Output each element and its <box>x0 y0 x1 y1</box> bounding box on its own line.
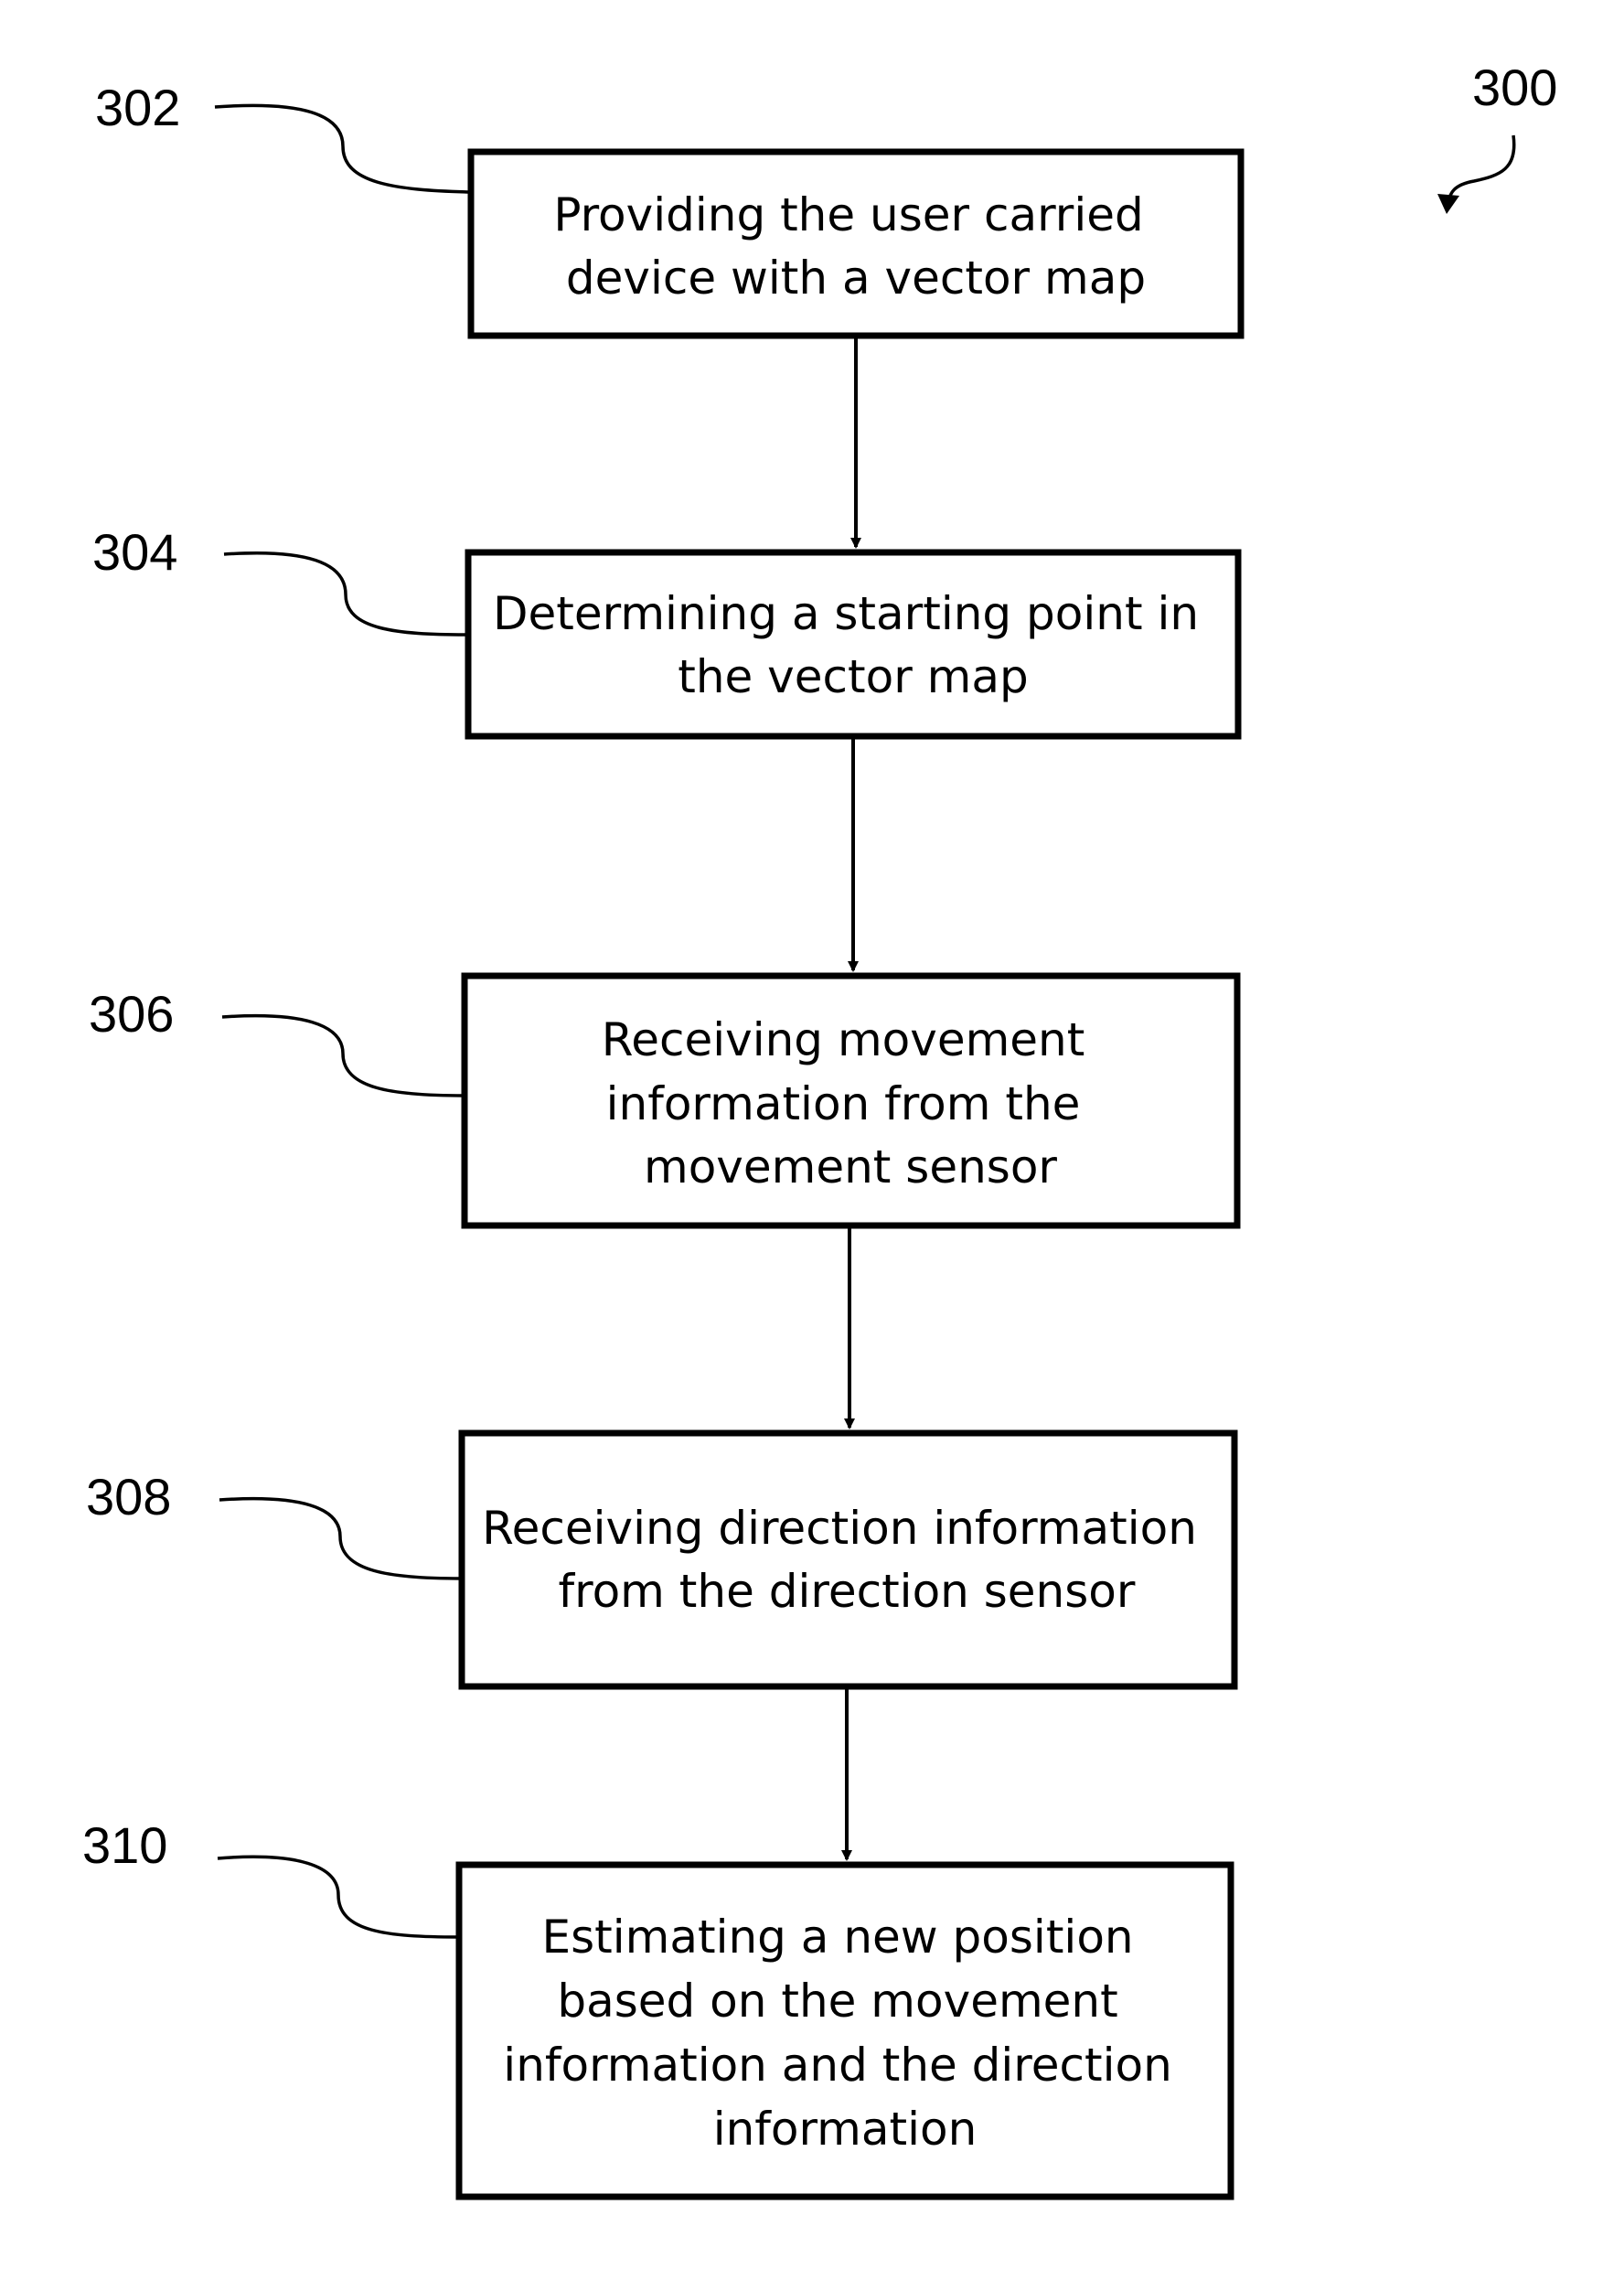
step-306-ref: 306 <box>89 985 174 1043</box>
step-308-line-2: from the direction sensor <box>559 1565 1136 1618</box>
step-306-line-2: information from the <box>606 1077 1081 1130</box>
step-304-box <box>468 552 1238 736</box>
step-308-line-1: Receiving direction information <box>482 1502 1197 1555</box>
step-310-line-1: Estimating a new position <box>541 1911 1133 1964</box>
step-308-leader <box>219 1499 462 1579</box>
step-306-leader <box>222 1016 465 1096</box>
step-302-box <box>471 152 1241 336</box>
step-302-line-1: Providing the user carried <box>553 188 1143 241</box>
step-310-leader <box>218 1857 459 1937</box>
step-302-leader <box>215 105 471 192</box>
step-308-ref: 308 <box>86 1468 171 1525</box>
figure-number: 300 <box>1472 59 1557 116</box>
step-310-line-4: information <box>713 2103 978 2156</box>
step-308-box <box>462 1433 1234 1686</box>
figure-pointer-arrowhead <box>1437 194 1459 214</box>
step-306-text: Receiving movement information from the … <box>602 1013 1100 1194</box>
step-310-line-2: based on the movement <box>557 1975 1117 2028</box>
step-306-line-3: movement sensor <box>644 1140 1057 1194</box>
step-310-ref: 310 <box>82 1816 167 1874</box>
step-306-line-1: Receiving movement <box>602 1013 1085 1066</box>
step-304-leader <box>224 553 468 635</box>
step-310-line-3: information and the direction <box>503 2039 1172 2092</box>
step-304-line-1: Determining a starting point in <box>493 587 1199 640</box>
step-302-ref: 302 <box>95 79 180 136</box>
step-302-line-2: device with a vector map <box>566 252 1146 305</box>
step-304-ref: 304 <box>92 523 177 581</box>
step-304-line-2: the vector map <box>678 650 1029 703</box>
